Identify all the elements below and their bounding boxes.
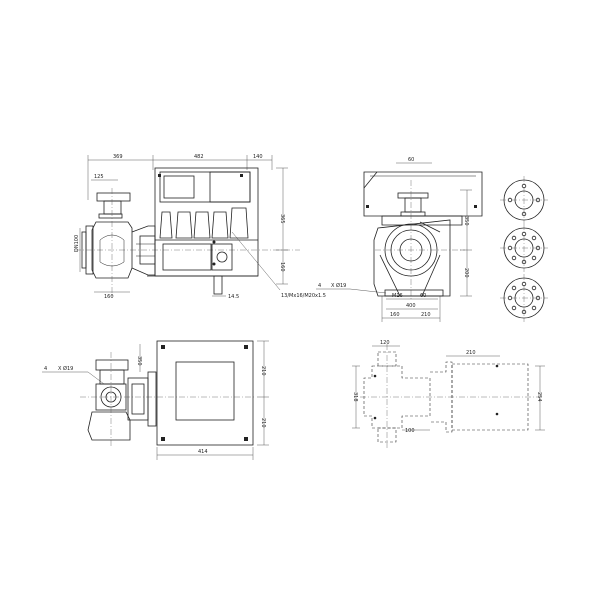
front-dim-left: 160 bbox=[390, 312, 400, 318]
side-dim-flange: 125 bbox=[94, 174, 104, 180]
front-dim-inlet: M16 bbox=[392, 293, 403, 299]
front-dim-top: 60 bbox=[408, 157, 414, 163]
top-view: 4 X Ø19 350 210 210 bbox=[42, 340, 269, 460]
footprint-dim-top-left: 120 bbox=[380, 340, 390, 346]
front-dim-base: 400 bbox=[406, 303, 416, 309]
top-dim-right-bottom: 210 bbox=[260, 418, 266, 428]
footprint-dim-height-left: 318 bbox=[352, 392, 358, 402]
top-holes-count: 4 bbox=[44, 366, 47, 372]
front-view: 60 350 200 M16 60 bbox=[316, 157, 483, 322]
footprint-dim-height-right: 254 bbox=[536, 392, 542, 402]
top-dim-offset: 350 bbox=[136, 356, 142, 366]
front-dim-right: 210 bbox=[421, 312, 431, 318]
front-dim-height-upper: 350 bbox=[463, 216, 469, 226]
flange-middle bbox=[500, 224, 548, 272]
footprint-dim-bottom: 100 bbox=[405, 428, 415, 434]
side-dim-height-upper: 365 bbox=[279, 214, 285, 224]
flange-details bbox=[500, 176, 548, 322]
side-dim-outlet: DN100 bbox=[74, 235, 80, 252]
front-dim-foot-gap: 60 bbox=[420, 293, 426, 299]
flange-bottom bbox=[500, 274, 548, 322]
front-holes-count: 4 bbox=[318, 283, 321, 289]
side-dim-foot: 14.5 bbox=[228, 294, 239, 300]
side-dim-overall: 369 bbox=[113, 154, 123, 160]
top-dim-right-top: 210 bbox=[260, 366, 266, 376]
footprint-dim-top-right: 210 bbox=[466, 350, 476, 356]
top-dim-length: 414 bbox=[198, 449, 208, 455]
front-holes-dia: X Ø19 bbox=[331, 282, 346, 289]
side-dim-motor: 482 bbox=[194, 154, 204, 160]
top-holes-dia: X Ø19 bbox=[58, 365, 73, 372]
side-dim-height-lower: 160 bbox=[279, 262, 285, 272]
side-dim-top: 140 bbox=[253, 154, 263, 160]
side-holes-note: 13/Mx16/M20x1.5 bbox=[281, 293, 326, 299]
side-view: 369 482 140 125 bbox=[74, 154, 326, 300]
flange-top bbox=[500, 176, 548, 224]
footprint-view: 120 210 318 254 100 bbox=[352, 340, 545, 448]
front-dim-height-lower: 200 bbox=[463, 268, 469, 278]
side-dim-base: 160 bbox=[104, 294, 114, 300]
